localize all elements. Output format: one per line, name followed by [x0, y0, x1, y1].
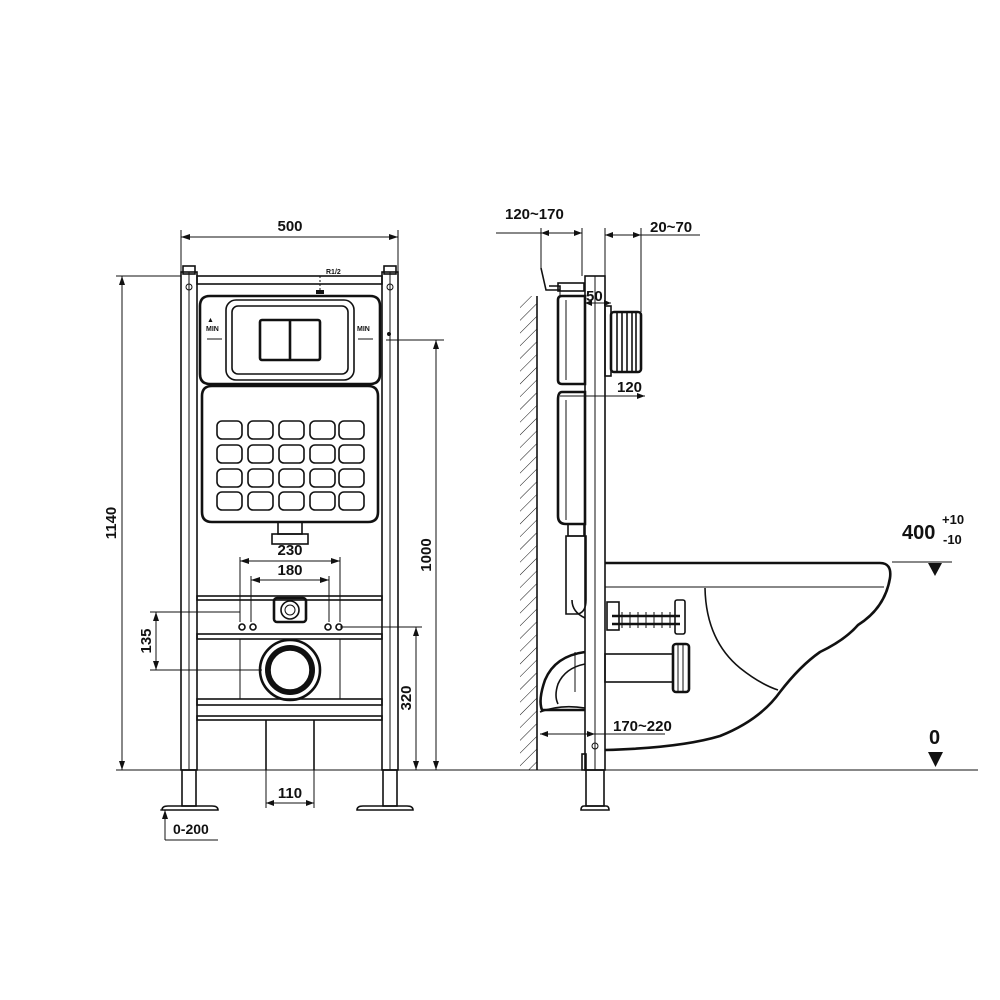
dimension-depth-label: 50: [586, 288, 603, 305]
flush-actuator: [604, 305, 643, 377]
side-flush-pipe: [565, 524, 587, 619]
wall-bracket: [540, 267, 585, 296]
dimension-outlet-height-label: 320: [398, 685, 415, 710]
dimension-outlet-width-label: 110: [278, 785, 302, 802]
dimension-outlet-height: [340, 626, 422, 770]
front-view: ▲ MIN MIN R1/2: [103, 218, 444, 841]
dimension-inlet-inner: [250, 576, 330, 622]
seat-tolerance-plus: +10: [942, 512, 964, 527]
dimension-foot-depth-label: 170~220: [613, 718, 672, 735]
seat-height-label: 400: [902, 522, 935, 544]
dimension-depth: [585, 300, 611, 306]
cistern-grid: [216, 420, 365, 511]
dimension-outlet-width: [265, 770, 315, 808]
svg-text:▲: ▲: [207, 317, 214, 324]
water-inlet-label: R1/2: [326, 269, 341, 276]
bowl-inlet-pipe: [604, 642, 691, 694]
flush-pipe: [271, 521, 309, 545]
dimension-button-height-label: 1000: [418, 538, 435, 571]
frame-top-clamps: [182, 265, 397, 275]
frame-feet: [161, 769, 414, 811]
dimension-width: [180, 230, 399, 272]
outlet-bend: [539, 650, 586, 713]
dimension-foot-depth: [540, 731, 665, 737]
frame-right-post: [381, 271, 399, 771]
side-view: 120~170 20~70 50 120 170~220: [496, 206, 964, 811]
floor-level-marker: [928, 752, 943, 767]
dimension-inlet-height-label: 135: [138, 628, 155, 653]
side-feet: [580, 742, 610, 811]
dimension-inlet-height: [150, 611, 262, 671]
frame-left-post: [180, 271, 198, 771]
wall-section: [520, 296, 538, 770]
mounting-bolts: [606, 599, 686, 635]
side-frame-post: [584, 275, 606, 771]
dimension-foot-adjust: [160, 809, 218, 841]
toilet-bowl: [604, 561, 892, 752]
svg-text:MIN: MIN: [357, 326, 370, 333]
outlet-ring: [258, 638, 322, 702]
dimension-button-height: [386, 332, 444, 770]
seat-height-marker: [892, 561, 952, 576]
dimension-inlet-outer: [239, 557, 341, 622]
dimension-height: [116, 275, 181, 770]
flush-plate-housing: ▲ MIN MIN: [198, 276, 382, 386]
dimension-foot-adjust-label: 0-200: [173, 821, 209, 837]
side-cistern: [556, 294, 587, 526]
flush-buttons: [258, 318, 322, 362]
dimension-wall-depth-label: 120~170: [505, 206, 564, 223]
drain-pipe: [265, 720, 315, 770]
dimension-panel-thickness-label: 20~70: [650, 219, 692, 236]
dimension-flush-width-label: 120: [617, 379, 642, 396]
dimension-wall-depth: [496, 228, 583, 276]
dimension-inlet-inner-label: 180: [277, 562, 302, 579]
svg-text:MIN: MIN: [206, 326, 219, 333]
inlet-points: [238, 623, 343, 631]
dimension-flush-width: [560, 393, 645, 399]
dimension-panel-thickness: [604, 228, 700, 312]
dimension-inlet-outer-label: 230: [277, 542, 302, 559]
floor-level-label: 0: [929, 727, 940, 749]
frame-top-rail: [196, 275, 383, 285]
dimension-height-label: 1140: [103, 507, 120, 540]
cistern-body: [200, 384, 380, 524]
seat-tolerance-minus: -10: [943, 532, 962, 547]
supply-connection: [272, 596, 308, 624]
dimension-width-label: 500: [277, 218, 302, 235]
